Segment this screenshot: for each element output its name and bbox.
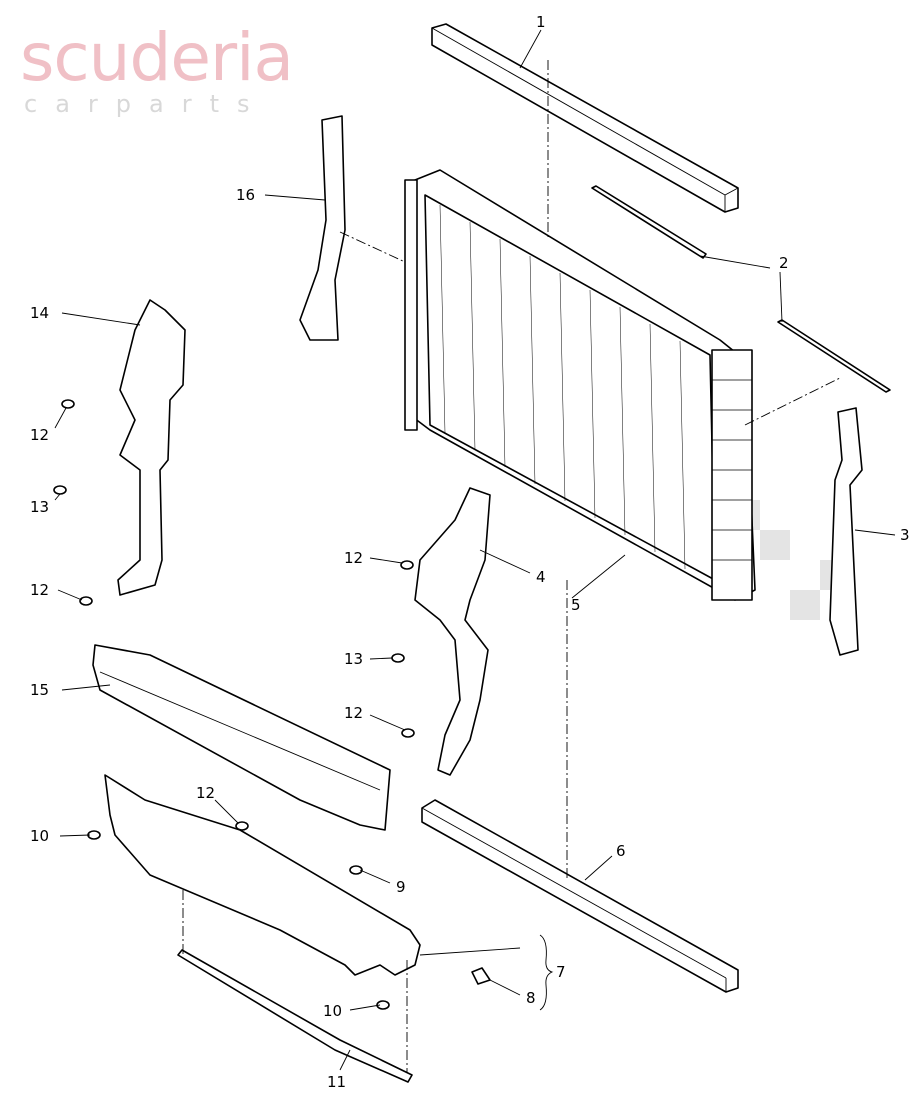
clip-13-icon [53, 485, 67, 495]
callout-5: 5 [571, 596, 581, 614]
watermark-tagline: carparts [24, 90, 268, 118]
callout-3: 3 [900, 526, 910, 544]
leader-lines [54, 29, 896, 1071]
callout-10: 10 [30, 827, 49, 845]
nut-8-icon [471, 967, 491, 985]
callout-10: 10 [323, 1002, 342, 1020]
watermark-brand: scuderia [20, 19, 293, 96]
callout-12: 12 [344, 704, 363, 722]
part-1-seal-strip-top[interactable] [431, 23, 739, 213]
clip-12-icon [61, 399, 75, 409]
callout-12: 12 [30, 426, 49, 444]
callout-14: 14 [30, 304, 49, 322]
fasteners [53, 399, 491, 1010]
clip-12-icon [400, 560, 414, 570]
callout-2: 2 [779, 254, 789, 272]
callout-15: 15 [30, 681, 49, 699]
watermark-logo: scuderia carparts [20, 19, 294, 118]
callout-12: 12 [30, 581, 49, 599]
clip-13-icon [391, 653, 405, 663]
callout-12: 12 [344, 549, 363, 567]
callout-labels: 1 2 3 4 5 6 7 8 9 10 10 11 12 12 12 12 1… [30, 13, 910, 1091]
clip-12-icon [235, 821, 249, 831]
part-5-radiator[interactable] [404, 169, 756, 601]
screw-10-icon [376, 1000, 390, 1010]
part-6-seal-strip-bottom[interactable] [421, 799, 739, 993]
part-15-lower-cross-member[interactable] [92, 644, 391, 831]
part-4-air-guide-right[interactable] [414, 487, 491, 776]
callout-6: 6 [616, 842, 626, 860]
callout-11: 11 [327, 1073, 346, 1091]
part-3-side-seal-right[interactable] [829, 407, 863, 656]
part-2-seal-strip[interactable] [591, 185, 891, 393]
callout-13: 13 [30, 498, 49, 516]
callout-9: 9 [396, 878, 406, 896]
part-7-lower-air-guide[interactable] [104, 774, 421, 976]
part-11-lower-seal[interactable] [177, 949, 413, 1083]
callout-7: 7 [556, 963, 566, 981]
callout-8: 8 [526, 989, 536, 1007]
callout-13: 13 [344, 650, 363, 668]
clip-12-icon [401, 728, 415, 738]
part-16-side-seal-left[interactable] [299, 115, 346, 341]
part-14-air-guide-left[interactable] [117, 299, 186, 596]
callout-4: 4 [536, 568, 546, 586]
screw-9-icon [349, 865, 363, 875]
callout-16: 16 [236, 186, 255, 204]
clip-12-icon [79, 596, 93, 606]
callout-1: 1 [536, 13, 546, 31]
callout-12: 12 [196, 784, 215, 802]
